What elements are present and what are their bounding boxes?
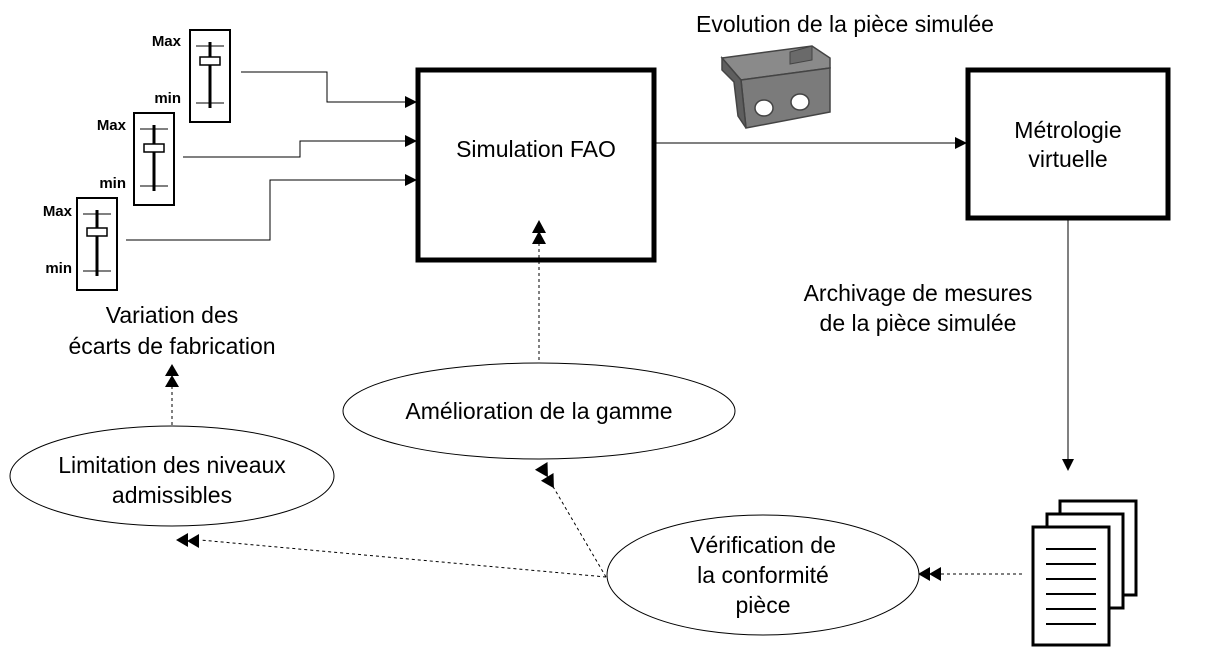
slider-3-min-label: min [45, 260, 72, 277]
archivage-caption-line1: Archivage de mesures [804, 280, 1033, 306]
simulated-part-icon [720, 45, 831, 129]
verification-to-amelioration-link [547, 477, 607, 578]
simulation-fao-label: Simulation FAO [456, 136, 616, 162]
variation-caption-line2: écarts de fabrication [68, 333, 275, 359]
slider-3-max-label: Max [43, 203, 73, 220]
slider-2[interactable]: Max min [97, 112, 175, 206]
slider-1-min-label: min [154, 90, 181, 107]
amelioration-label: Amélioration de la gamme [405, 398, 672, 424]
measurement-archive-icon [1031, 499, 1138, 647]
limitation-label-line1: Limitation des niveaux [58, 452, 286, 478]
metrologie-label-line2: virtuelle [1028, 146, 1107, 172]
slider-2-handle[interactable] [143, 143, 165, 153]
slider-2-connector [183, 135, 417, 158]
double-arrowhead-limitation [176, 533, 199, 548]
limitation-ellipse: Limitation des niveaux admissibles [9, 425, 335, 527]
evolution-caption: Evolution de la pièce simulée [696, 11, 994, 37]
slider-1-max-label: Max [152, 33, 182, 50]
slider-3-handle[interactable] [86, 227, 108, 237]
variation-caption-line1: Variation des [106, 302, 239, 328]
amelioration-ellipse: Amélioration de la gamme [342, 362, 736, 460]
limitation-label-line2: admissibles [112, 482, 232, 508]
verification-label-line2: la conformité [697, 562, 829, 588]
metrologie-box: Métrologie virtuelle [965, 67, 1171, 221]
slider-1-connector [241, 71, 417, 108]
double-arrowhead-simulation [532, 220, 546, 244]
metrologie-label-line1: Métrologie [1014, 117, 1121, 143]
slider-3-connector [126, 174, 417, 241]
verification-label-line1: Vérification de [690, 532, 836, 558]
slider-1[interactable]: Max min [152, 29, 231, 123]
archivage-caption-line2: de la pièce simulée [820, 310, 1017, 336]
slider-2-min-label: min [99, 175, 126, 192]
double-arrowhead-variation [165, 364, 179, 387]
verification-to-limitation-link [199, 539, 607, 578]
double-arrowhead-amelioration [534, 461, 554, 489]
slider-1-handle[interactable] [199, 56, 221, 66]
verification-ellipse: Vérification de la conformité pièce [606, 514, 920, 636]
verification-label-line3: pièce [736, 592, 791, 618]
slider-3[interactable]: Max min [43, 197, 118, 291]
slider-2-max-label: Max [97, 117, 127, 134]
double-arrowhead-verification [918, 567, 941, 581]
